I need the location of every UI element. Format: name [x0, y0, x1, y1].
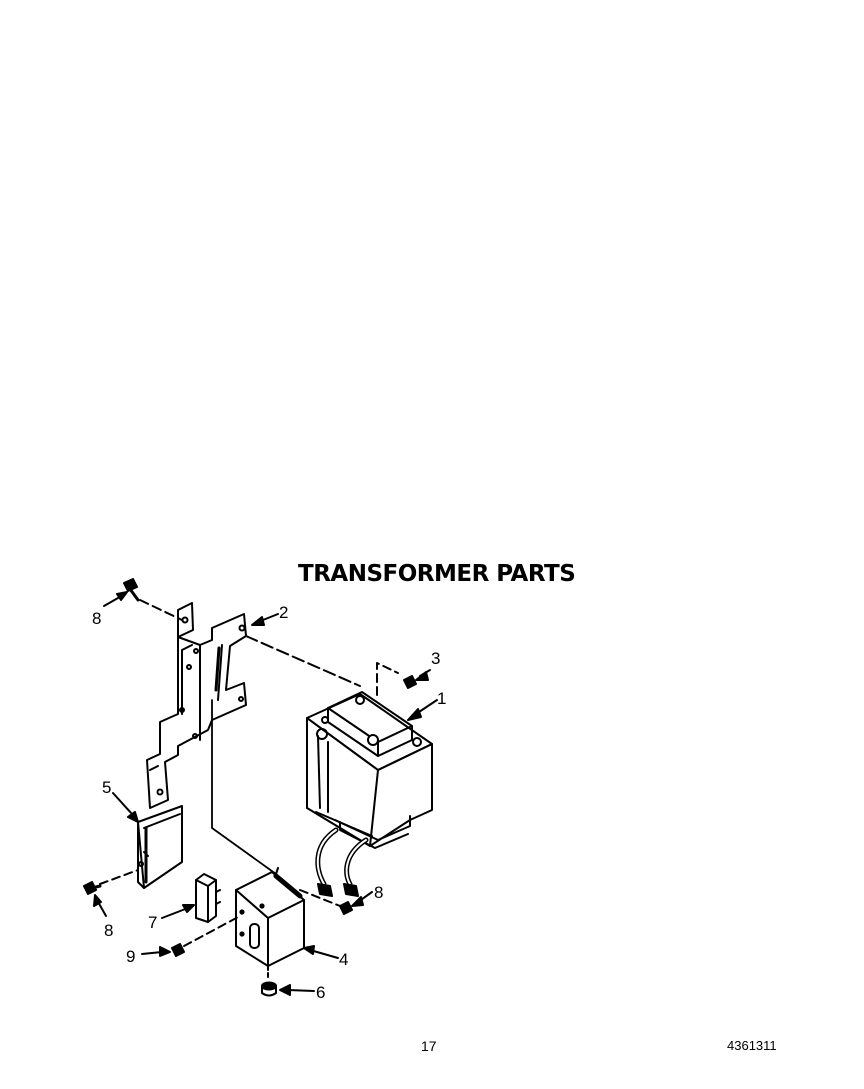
- arrow-8-left: [93, 894, 102, 907]
- callout-5: 5: [102, 778, 111, 797]
- page-number: 17: [421, 1038, 437, 1054]
- transformer-1: [306, 691, 433, 897]
- bracket-2: [146, 602, 247, 809]
- callout-6: 6: [316, 983, 325, 1002]
- callout-9: 9: [126, 947, 135, 966]
- dashed-line-screw-to-bracket: [139, 599, 183, 621]
- leader-line-9: [141, 951, 163, 955]
- callout-8-right: 8: [374, 883, 383, 902]
- page-title: TRANSFORMER PARTS: [298, 561, 576, 587]
- arrow-8-right: [351, 896, 364, 907]
- arrow-7: [182, 904, 195, 913]
- callout-8-left: 8: [104, 921, 113, 940]
- arrow-8-top: [116, 591, 128, 601]
- leader-line-4: [309, 949, 339, 959]
- screw-8-left: [83, 881, 102, 895]
- arrow-5: [127, 811, 139, 823]
- dashed-line-screw-3: [376, 662, 399, 696]
- screw-8-right: [339, 901, 353, 915]
- foot-6: [261, 965, 277, 997]
- callout-1: 1: [437, 689, 446, 708]
- dashed-line-capacitor-to-screw-8: [299, 889, 341, 907]
- arrow-4: [303, 945, 315, 955]
- leader-line-7: [161, 907, 189, 919]
- leader-line-6: [287, 989, 315, 992]
- leader-line-4-top: [275, 867, 279, 875]
- callout-3: 3: [431, 649, 440, 668]
- arrow-1: [407, 708, 422, 721]
- line-bracket-to-capacitor: [211, 699, 277, 875]
- screw-8-top: [123, 578, 140, 602]
- leader-line-5: [112, 792, 133, 815]
- document-number: 4361311: [727, 1038, 777, 1053]
- dashed-line-screw-9: [183, 915, 241, 947]
- arrow-9: [159, 946, 171, 957]
- diode-7: [195, 873, 221, 923]
- arrow-3: [415, 671, 429, 681]
- dashed-line-screw-8-left: [99, 869, 139, 885]
- callout-8-top: 8: [92, 609, 101, 628]
- callout-7: 7: [148, 913, 157, 932]
- callout-2: 2: [279, 603, 288, 622]
- arrow-2: [251, 616, 265, 626]
- screw-3: [403, 675, 417, 689]
- screw-9: [171, 943, 185, 957]
- callout-4: 4: [339, 950, 348, 969]
- bracket-5: [137, 805, 183, 889]
- capacitor-4: [235, 871, 305, 967]
- dashed-line-bracket-to-transformer: [245, 635, 361, 687]
- arrow-6: [279, 984, 291, 996]
